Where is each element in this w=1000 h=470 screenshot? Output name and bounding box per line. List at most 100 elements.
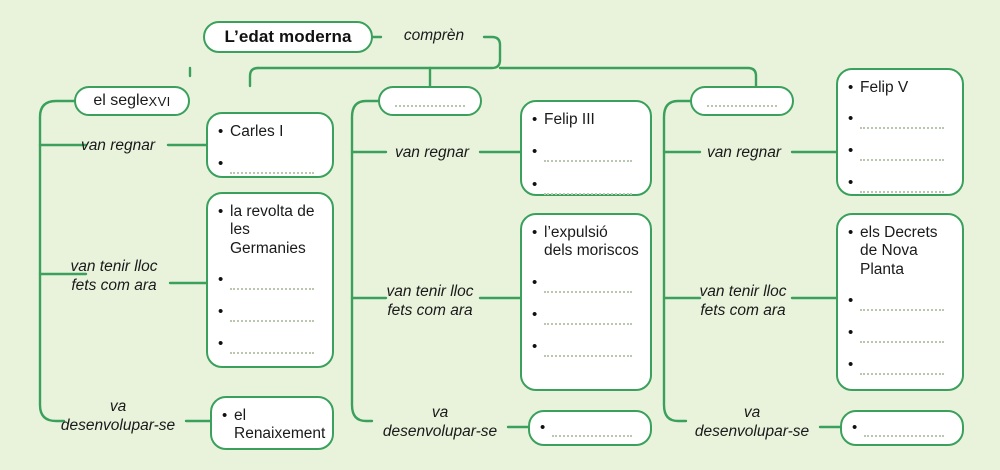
list-item[interactable]: •: [532, 274, 640, 293]
list-item[interactable]: •: [848, 110, 952, 130]
bullet-icon: •: [222, 407, 228, 424]
branch-header-segle-18[interactable]: [690, 86, 794, 116]
list-item-label: la revolta de les Germanies: [230, 203, 315, 257]
blank-write-in-line[interactable]: [860, 298, 944, 311]
edge-label-van-tenir-lloc-1: van tenir lloc fets com ara: [70, 258, 158, 294]
list-item[interactable]: •: [848, 324, 952, 343]
bullet-icon: •: [852, 419, 858, 436]
bullet-icon: •: [532, 273, 538, 291]
blank-write-in-line[interactable]: [544, 280, 632, 293]
edge-label-van-tenir-lloc-2: van tenir lloc fets com ara: [386, 283, 474, 319]
bullet-icon: •: [218, 123, 224, 140]
blank-write-in-line[interactable]: [860, 362, 944, 375]
list-item: • Felip V: [848, 79, 952, 97]
list-item-label: Felip V: [860, 79, 909, 96]
list-item: • l’expulsió dels moriscos: [532, 224, 640, 261]
list-item-label: els Decrets de Nova Planta: [860, 224, 938, 278]
bullet-icon: •: [218, 203, 224, 220]
bullet-icon: •: [848, 174, 854, 192]
list-item[interactable]: •: [848, 174, 952, 194]
bullet-icon: •: [532, 305, 538, 323]
list-item: • Carles I: [218, 123, 322, 141]
list-item[interactable]: •: [218, 155, 322, 175]
list-item[interactable]: •: [532, 338, 640, 357]
edge-label-van-regnar-1: van regnar: [80, 137, 156, 154]
bullet-icon: •: [848, 355, 854, 373]
blank-write-in-line[interactable]: [230, 309, 314, 322]
list-item[interactable]: •: [532, 306, 640, 325]
list-box-events-3: • els Decrets de Nova Planta • • •: [836, 213, 964, 391]
list-item: • el Renaixement: [222, 407, 326, 444]
bullet-icon: •: [532, 111, 538, 128]
list-item-label: Carles I: [230, 123, 284, 140]
bullet-icon: •: [218, 270, 224, 288]
blank-write-in-line[interactable]: [860, 330, 944, 343]
list-item[interactable]: •: [218, 271, 322, 290]
root-node: L’edat moderna: [203, 21, 373, 53]
branch-header-segle-17[interactable]: [378, 86, 482, 116]
blank-write-in-line[interactable]: [230, 277, 314, 290]
edge-label-va-desenvolupar-se-2: va desenvolupar-se: [382, 404, 498, 440]
root-node-label: L’edat moderna: [224, 27, 352, 46]
list-item: • la revolta de les Germanies: [218, 203, 322, 258]
list-box-events-2: • l’expulsió dels moriscos • • •: [520, 213, 652, 391]
blank-write-in-line[interactable]: [395, 96, 465, 107]
blank-write-in-line[interactable]: [544, 149, 632, 163]
blank-write-in-line[interactable]: [860, 180, 944, 194]
bullet-icon: •: [848, 323, 854, 341]
blank-write-in-line[interactable]: [860, 116, 944, 130]
list-item[interactable]: •: [532, 143, 640, 163]
bullet-icon: •: [218, 334, 224, 352]
branch-header-segle-16: el segle XVI: [74, 86, 190, 116]
list-box-developed-1: • el Renaixement: [210, 396, 334, 450]
edge-label-van-regnar-2: van regnar: [394, 144, 470, 161]
list-item[interactable]: •: [218, 303, 322, 322]
list-item[interactable]: •: [848, 142, 952, 162]
list-item[interactable]: •: [848, 292, 952, 311]
list-box-developed-2: •: [528, 410, 652, 446]
bullet-icon: •: [532, 143, 538, 161]
bullet-icon: •: [532, 176, 538, 194]
bullet-icon: •: [532, 337, 538, 355]
blank-write-in-line[interactable]: [544, 182, 632, 196]
list-box-reigned-2: • Felip III • •: [520, 100, 652, 196]
blank-write-in-line[interactable]: [864, 424, 944, 437]
list-item[interactable]: •: [218, 335, 322, 354]
blank-write-in-line[interactable]: [544, 312, 632, 325]
bullet-icon: •: [848, 224, 854, 241]
bullet-icon: •: [540, 419, 546, 436]
bullet-icon: •: [848, 79, 854, 96]
list-item: • els Decrets de Nova Planta: [848, 224, 952, 279]
bullet-icon: •: [848, 291, 854, 309]
list-item-label: l’expulsió dels moriscos: [544, 224, 639, 260]
list-item-label: el Renaixement: [234, 407, 326, 443]
edge-label-van-tenir-lloc-3: van tenir lloc fets com ara: [699, 283, 787, 319]
list-item[interactable]: •: [540, 419, 640, 437]
list-box-reigned-1: • Carles I •: [206, 112, 334, 178]
blank-write-in-line[interactable]: [707, 96, 777, 107]
blank-write-in-line[interactable]: [860, 148, 944, 162]
list-item: • Felip III: [532, 111, 640, 129]
bullet-icon: •: [218, 155, 224, 173]
bullet-icon: •: [532, 224, 538, 241]
bullet-icon: •: [848, 142, 854, 160]
blank-write-in-line[interactable]: [230, 341, 314, 354]
list-box-events-1: • la revolta de les Germanies • • •: [206, 192, 334, 368]
list-item[interactable]: •: [852, 419, 952, 437]
bullet-icon: •: [218, 302, 224, 320]
bullet-icon: •: [848, 110, 854, 128]
list-box-developed-3: •: [840, 410, 964, 446]
blank-write-in-line[interactable]: [552, 424, 632, 437]
branch-header-smallcaps: XVI: [148, 93, 171, 109]
list-item[interactable]: •: [848, 356, 952, 375]
blank-write-in-line[interactable]: [230, 161, 314, 175]
list-item-label: Felip III: [544, 111, 595, 128]
edge-label-van-regnar-3: van regnar: [706, 144, 782, 161]
edge-label-va-desenvolupar-se-1: va desenvolupar-se: [60, 398, 176, 434]
blank-write-in-line[interactable]: [544, 344, 632, 357]
list-item[interactable]: •: [532, 176, 640, 196]
edge-label-compren: comprèn: [403, 27, 465, 44]
edge-label-va-desenvolupar-se-3: va desenvolupar-se: [694, 404, 810, 440]
branch-header-text: el segle: [93, 92, 149, 109]
